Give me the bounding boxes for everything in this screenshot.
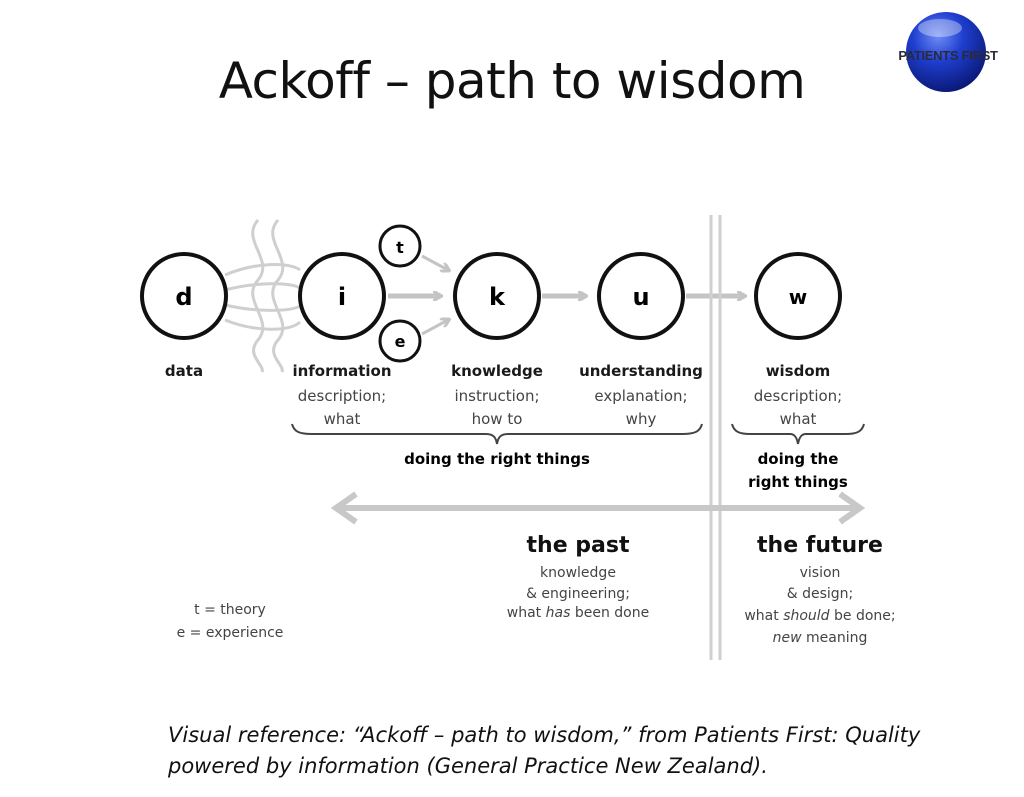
legend-theory: t = theory bbox=[194, 602, 266, 618]
svg-text:i: i bbox=[338, 283, 346, 311]
slide-title: Ackoff – path to wisdom bbox=[218, 52, 806, 110]
svg-text:d: d bbox=[175, 283, 192, 311]
noise-waves bbox=[224, 218, 302, 373]
brace-left-label: doing the right things bbox=[404, 450, 590, 468]
arrow-t-k bbox=[421, 254, 448, 270]
label-information: information bbox=[292, 362, 391, 380]
caption: Visual reference: “Ackoff – path to wisd… bbox=[168, 723, 921, 778]
svg-text:t: t bbox=[396, 238, 404, 257]
arrow-e-k bbox=[421, 320, 448, 336]
legend-experience: e = experience bbox=[177, 625, 284, 641]
svg-text:w: w bbox=[789, 285, 807, 309]
time-arrow bbox=[330, 491, 866, 525]
desc-knowledge-1: instruction; bbox=[454, 387, 539, 405]
desc-information-2: what bbox=[324, 410, 361, 428]
flow-arrows bbox=[388, 254, 744, 336]
desc-understanding-1: explanation; bbox=[594, 387, 687, 405]
logo-text: PATIENTS FIRST bbox=[898, 48, 998, 63]
brace-right-label-1: doing the bbox=[758, 450, 839, 468]
brace-right-label-2: right things bbox=[748, 473, 848, 491]
desc-knowledge-2: how to bbox=[472, 410, 523, 428]
node-k: k bbox=[453, 252, 541, 340]
future-line-3: what should be done; bbox=[744, 608, 895, 624]
future-heading: the future bbox=[757, 533, 883, 558]
svg-text:u: u bbox=[632, 283, 649, 311]
svg-text:e: e bbox=[395, 332, 406, 351]
past-section: the past knowledge & engineering; what h… bbox=[507, 533, 649, 621]
desc-wisdom-2: what bbox=[780, 410, 817, 428]
past-line-3: what has been done bbox=[507, 605, 649, 621]
future-line-4: new meaning bbox=[773, 630, 868, 646]
desc-understanding-2: why bbox=[626, 410, 657, 428]
svg-text:k: k bbox=[489, 283, 506, 311]
desc-information-1: description; bbox=[298, 387, 386, 405]
label-understanding: understanding bbox=[579, 362, 703, 380]
node-w: w bbox=[754, 252, 842, 340]
past-line-1: knowledge bbox=[540, 565, 616, 581]
future-line-2: & design; bbox=[787, 586, 854, 602]
past-future-divider bbox=[709, 215, 722, 660]
logo-sphere-icon bbox=[906, 12, 986, 92]
node-u: u bbox=[597, 252, 685, 340]
desc-wisdom-1: description; bbox=[754, 387, 842, 405]
label-wisdom: wisdom bbox=[766, 362, 831, 380]
label-data: data bbox=[165, 362, 203, 380]
future-line-1: vision bbox=[800, 565, 841, 581]
legend: t = theory e = experience bbox=[177, 602, 284, 641]
node-theory: t bbox=[378, 224, 422, 268]
past-heading: the past bbox=[527, 533, 630, 558]
patients-first-logo: PATIENTS FIRST bbox=[888, 10, 1004, 98]
brace-right bbox=[731, 423, 865, 445]
past-line-2: & engineering; bbox=[526, 586, 630, 602]
node-d: d bbox=[140, 252, 228, 340]
label-knowledge: knowledge bbox=[451, 362, 543, 380]
future-section: the future vision & design; what should … bbox=[744, 533, 895, 646]
brace-left bbox=[291, 423, 703, 445]
ackoff-diagram: d i k u w t e data information knowledge… bbox=[140, 215, 896, 660]
node-experience: e bbox=[378, 319, 422, 363]
node-i: i bbox=[298, 252, 386, 340]
